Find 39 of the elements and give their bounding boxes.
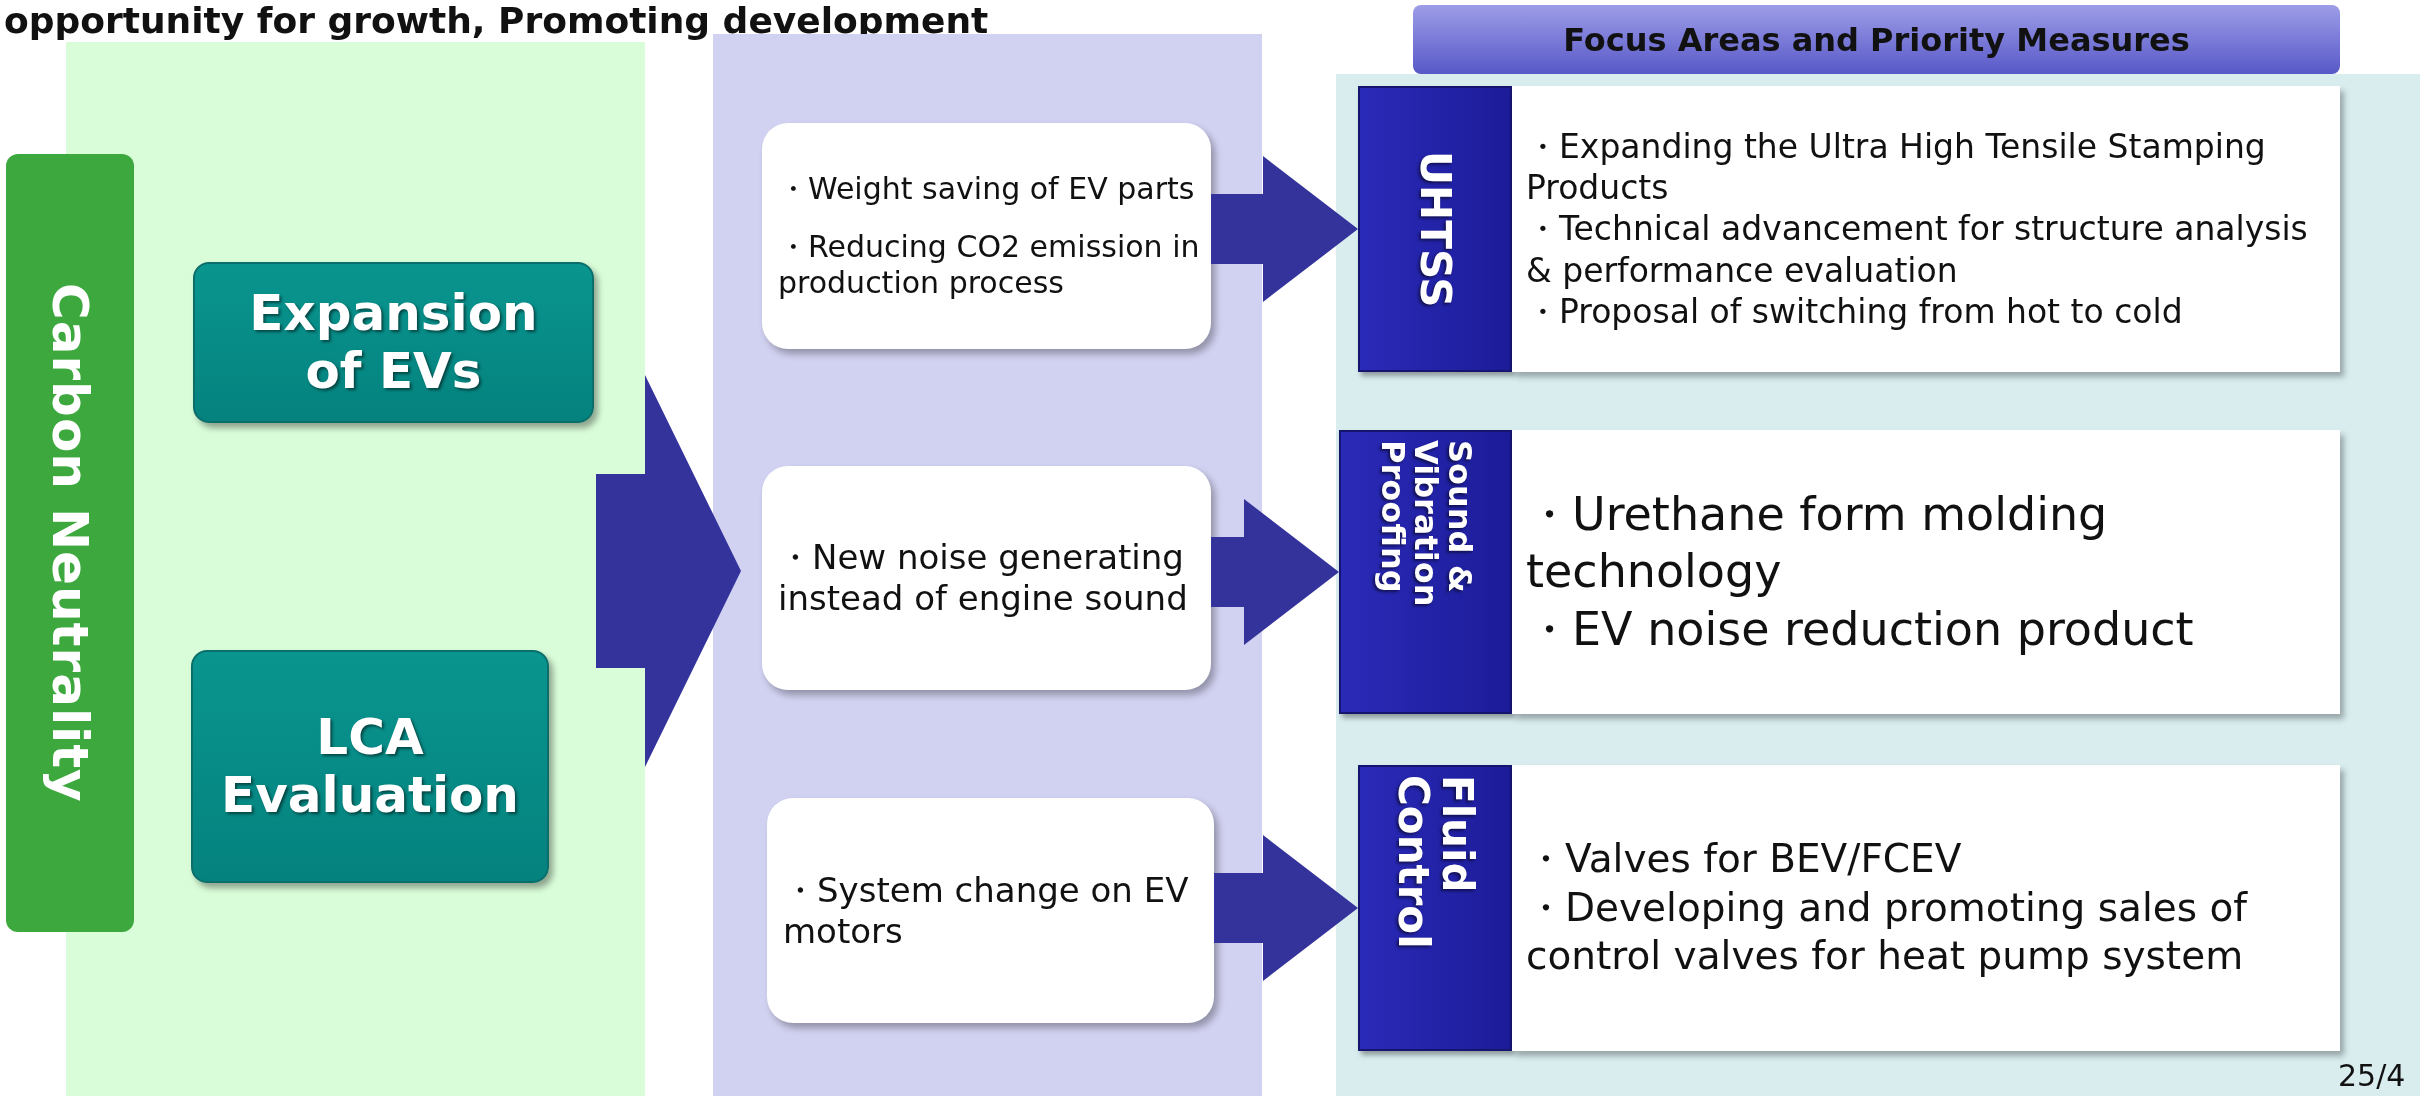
category-label: Sound & Vibration Proofing — [1375, 440, 1476, 609]
category-box — [1339, 430, 1512, 714]
title: opportunity for growth, Promoting development — [4, 0, 989, 41]
header-bar — [1413, 5, 2340, 74]
issue-text: ・System change on EV motors — [783, 869, 1190, 952]
measure-text: ・Technical advancement for structure analysis & performance evaluation — [1526, 208, 2309, 291]
theme-box — [193, 262, 594, 423]
theme-label: Expansion of EVs — [248, 285, 539, 400]
measure-text: ・Expanding the Ultra High Tensile Stamping Products — [1526, 125, 2267, 209]
measure-text: ・Urethane form molding technology — [1526, 485, 2109, 601]
issue-box — [762, 466, 1211, 690]
category-box — [1358, 86, 1512, 372]
category-label: Fluid Control — [1390, 775, 1480, 951]
block-arrow — [1214, 835, 1358, 981]
issue-box — [767, 798, 1214, 1023]
issue-text: ・New noise generating instead of engine sound — [778, 537, 1189, 619]
issue-text: ・Reducing CO2 emission in production process — [778, 229, 1201, 301]
measure-text: ・EV noise reduction product — [1526, 600, 2195, 658]
theme-band — [6, 154, 134, 932]
issue-box — [762, 123, 1211, 349]
issue-text: ・Weight saving of EV parts — [778, 171, 1196, 207]
panel-background — [713, 34, 1262, 1096]
block-arrow — [1211, 156, 1358, 302]
theme-label: Carbon Neutrality — [41, 283, 99, 803]
theme-label: LCA Evaluation — [220, 709, 520, 824]
measure-box — [1512, 430, 2340, 714]
theme-box — [191, 650, 549, 883]
measure-box — [1512, 765, 2340, 1051]
category-label: UHTSS — [1412, 150, 1458, 308]
category-box — [1358, 765, 1512, 1051]
measure-box — [1512, 86, 2340, 372]
page-number: 25/4 — [2338, 1058, 2406, 1093]
measure-text: ・Developing and promoting sales of control valves for heat pump system — [1526, 883, 2249, 981]
panel-background — [1336, 74, 2420, 1096]
block-arrow — [1211, 499, 1339, 645]
block-arrow — [596, 375, 741, 767]
measure-text: ・Proposal of switching from hot to cold — [1526, 290, 2184, 333]
measure-text: ・Valves for BEV/FCEV — [1526, 834, 1963, 883]
header-text: Focus Areas and Priority Measures — [1563, 20, 2190, 59]
